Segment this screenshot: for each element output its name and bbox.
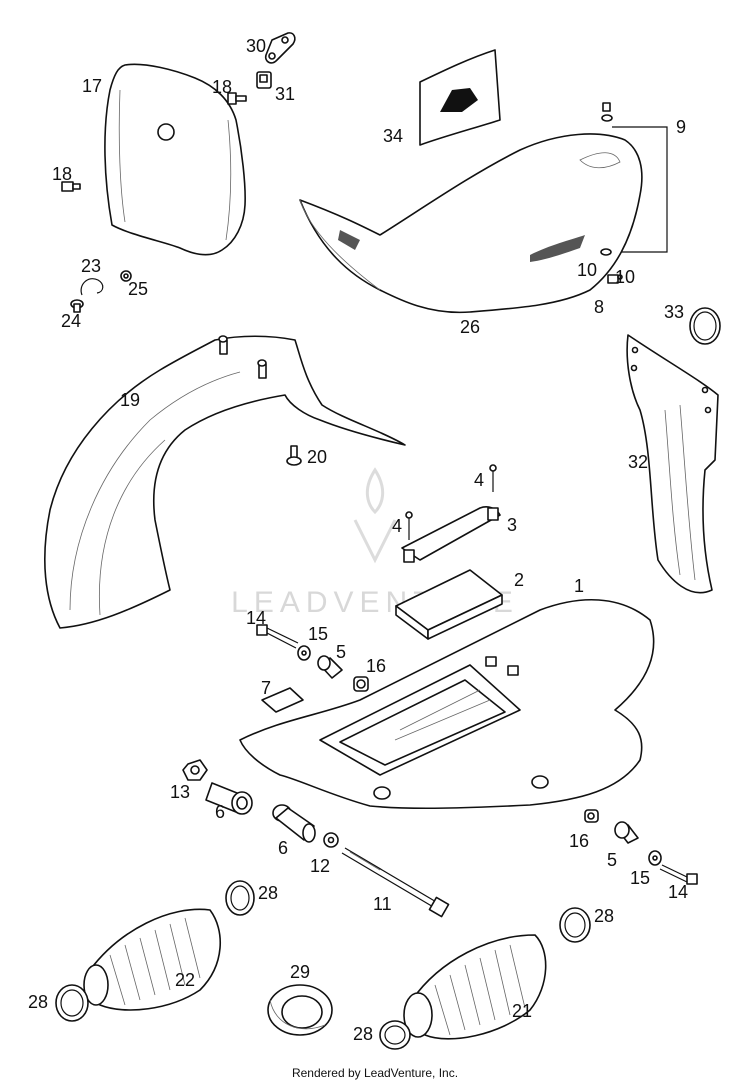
label-7: 7 xyxy=(261,678,271,698)
label-16-top: 16 xyxy=(366,656,386,676)
part-24-rivet xyxy=(70,299,84,313)
label-3: 3 xyxy=(507,515,517,535)
label-15-top: 15 xyxy=(308,624,328,644)
label-26: 26 xyxy=(460,317,480,337)
part-4-screw-left xyxy=(405,511,413,540)
part-7-sticker xyxy=(261,687,304,713)
part-15-washer-right xyxy=(648,850,662,866)
part-13-nut xyxy=(182,759,208,781)
label-33: 33 xyxy=(664,302,684,322)
label-1: 1 xyxy=(574,576,584,596)
part-5-spacer-top xyxy=(317,655,343,679)
part-21-boot xyxy=(403,934,547,1040)
label-20: 20 xyxy=(307,447,327,467)
label-6-top: 6 xyxy=(215,802,225,822)
label-21: 21 xyxy=(512,1001,532,1021)
label-12: 12 xyxy=(310,856,330,876)
part-10-nut xyxy=(617,274,623,280)
part-23-wire-clip xyxy=(80,278,104,296)
part-32-mud-flap xyxy=(626,334,719,594)
label-4-top: 4 xyxy=(474,470,484,490)
label-16-right: 16 xyxy=(569,831,589,851)
part-19-front-fender xyxy=(44,335,406,629)
fender-stud-right xyxy=(257,359,267,379)
part-18-screw-top xyxy=(227,92,247,105)
label-29: 29 xyxy=(290,962,310,982)
part-16-nut-top xyxy=(353,676,369,692)
fender-stud-left xyxy=(218,335,228,355)
label-18-top: 18 xyxy=(212,77,232,97)
label-8: 8 xyxy=(594,297,604,317)
part-6-bushing-top xyxy=(205,782,253,815)
part-4-screw-top xyxy=(489,464,497,492)
part-5-spacer-right xyxy=(614,821,639,844)
label-28-lower-middle: 28 xyxy=(353,1024,373,1044)
label-2: 2 xyxy=(514,570,524,590)
label-15-right: 15 xyxy=(630,868,650,888)
leader-9 xyxy=(612,126,668,253)
part-34-ktm-decal xyxy=(419,49,501,146)
label-23: 23 xyxy=(81,256,101,276)
part-28-clamp-d xyxy=(379,1020,411,1050)
part-30-bracket xyxy=(264,32,296,64)
part-29-grommet xyxy=(267,984,333,1036)
callout-labels: 30 31 17 18 18 34 9 23 25 24 10 10 8 33 … xyxy=(28,36,688,1044)
part-14-bolt-right xyxy=(659,864,698,885)
label-25: 25 xyxy=(128,279,148,299)
footer-credit: Rendered by LeadVenture, Inc. xyxy=(291,1066,459,1080)
label-13: 13 xyxy=(170,782,190,802)
label-22: 22 xyxy=(175,970,195,990)
label-32: 32 xyxy=(628,452,648,472)
label-19: 19 xyxy=(120,390,140,410)
label-11: 11 xyxy=(373,894,392,914)
label-34: 34 xyxy=(383,126,403,146)
label-5-right: 5 xyxy=(607,850,617,870)
part-2-foam-pad xyxy=(395,569,503,640)
part-9-screw xyxy=(601,102,613,122)
label-4-left: 4 xyxy=(392,516,402,536)
label-31: 31 xyxy=(275,84,295,104)
part-31-clip-nut xyxy=(256,71,272,89)
part-11-long-bolt xyxy=(341,847,450,918)
part-14-bolt-top xyxy=(256,624,299,649)
label-28-upper-left: 28 xyxy=(258,883,278,903)
part-26-seat xyxy=(299,133,643,314)
part-16-nut-right xyxy=(584,809,599,823)
label-28-upper-right: 28 xyxy=(594,906,614,926)
part-33-clamp xyxy=(689,307,721,345)
part-28-clamp-a xyxy=(55,984,89,1022)
label-6-bottom: 6 xyxy=(278,838,288,858)
part-18-screw-left xyxy=(61,181,81,192)
part-22-boot xyxy=(83,908,221,1011)
label-10-left: 10 xyxy=(577,260,597,280)
label-10-right: 10 xyxy=(615,267,635,287)
part-12-washer xyxy=(323,832,339,848)
label-5-top: 5 xyxy=(336,642,346,662)
label-28-lower-left: 28 xyxy=(28,992,48,1012)
label-18-left: 18 xyxy=(52,164,72,184)
part-1-rear-fender xyxy=(239,598,655,810)
label-9: 9 xyxy=(676,117,686,137)
part-25-nut xyxy=(120,270,132,282)
label-14-right: 14 xyxy=(668,882,688,902)
part-17-number-plate xyxy=(104,63,246,256)
part-3-cover-plate xyxy=(401,506,501,563)
label-17: 17 xyxy=(82,76,102,96)
part-8-nut xyxy=(607,274,619,284)
watermark-logo xyxy=(353,467,397,564)
part-20-screw xyxy=(286,445,302,466)
part-28-clamp-b xyxy=(225,880,255,916)
part-28-clamp-c xyxy=(559,907,591,943)
label-30: 30 xyxy=(246,36,266,56)
label-14-top: 14 xyxy=(246,608,266,628)
part-15-washer-top xyxy=(297,645,311,661)
label-24: 24 xyxy=(61,311,81,331)
part-6-bushing-bottom xyxy=(272,804,316,843)
